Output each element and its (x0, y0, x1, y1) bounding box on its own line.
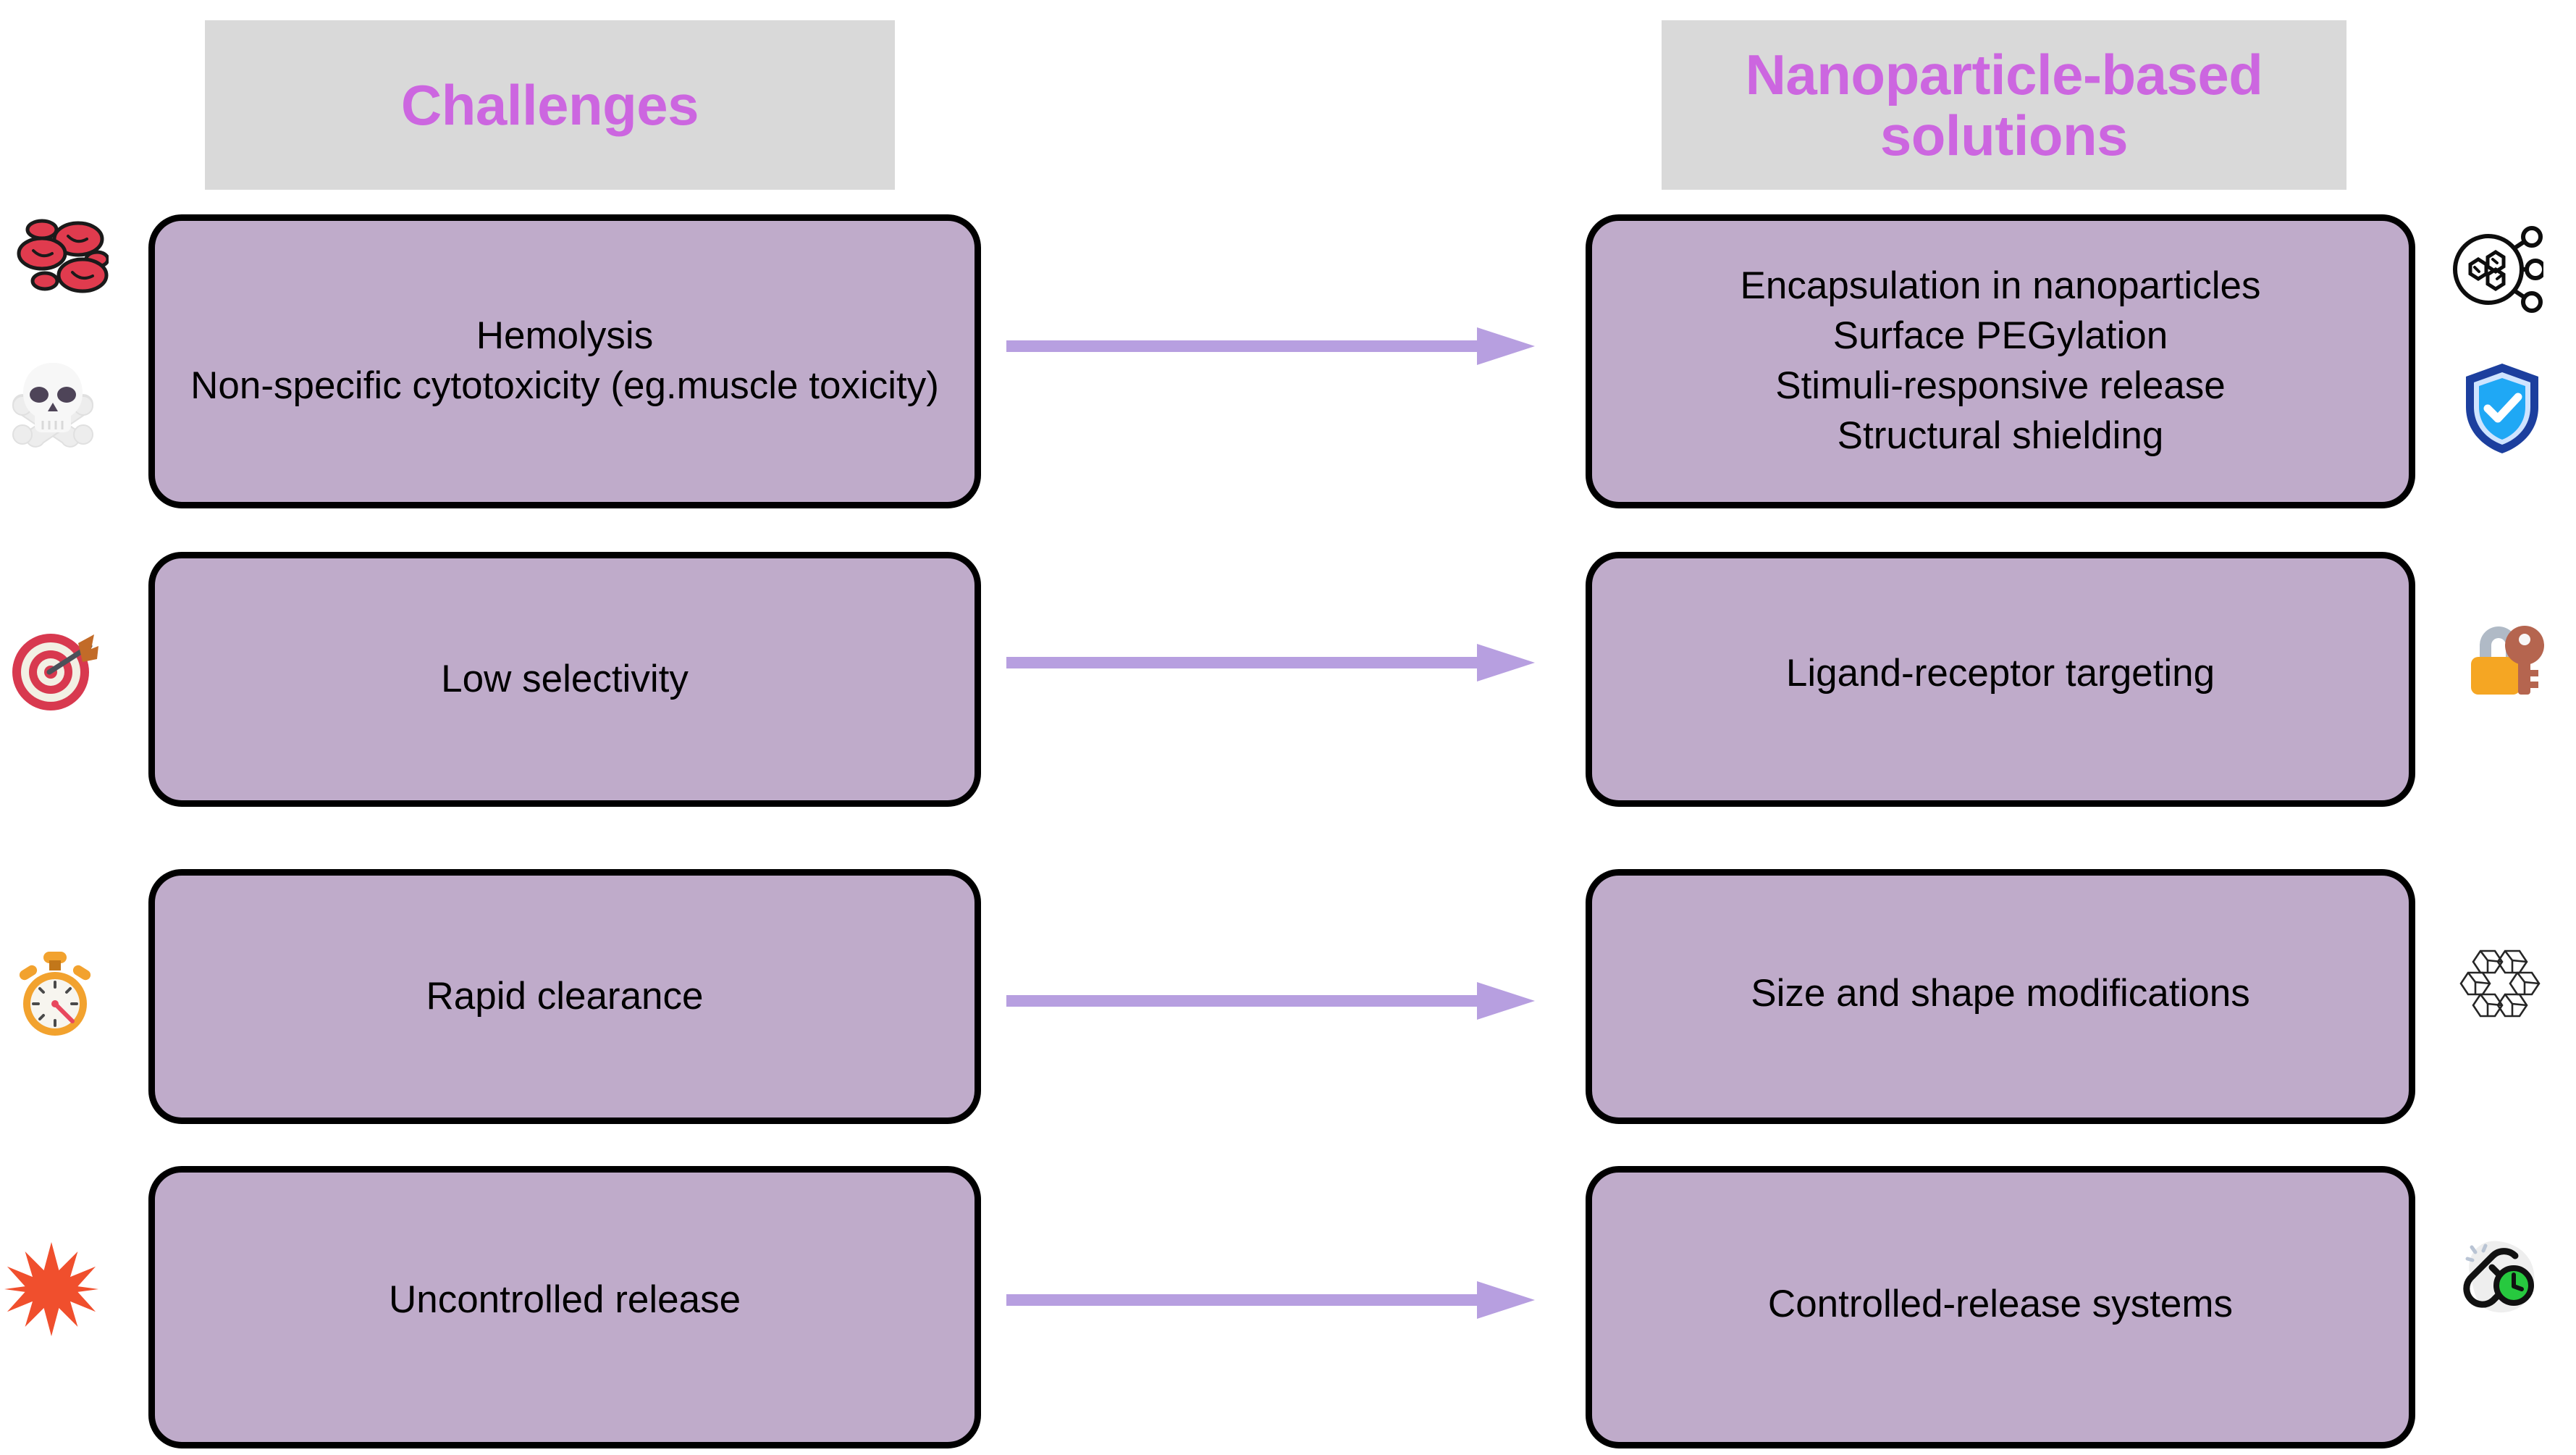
header-title-solutions: Nanoparticle-based solutions (1745, 42, 2263, 167)
challenge-text-2: Low selectivity (441, 657, 689, 700)
challenge-box-1[interactable]: Hemolysis Non-specific cytotoxicity (eg.… (148, 214, 981, 508)
solution-box-3[interactable]: Size and shape modifications (1586, 869, 2415, 1124)
header-title-challenges: Challenges (400, 72, 699, 137)
solution-box-4[interactable]: Controlled-release systems (1586, 1166, 2415, 1448)
arrow-row-4 (1006, 1281, 1535, 1319)
solution-box-2[interactable]: Ligand-receptor targeting (1586, 552, 2415, 807)
arrow-row-3 (1006, 982, 1535, 1020)
header-band-challenges: Challenges (205, 20, 895, 190)
challenge-text-3: Rapid clearance (426, 974, 704, 1018)
solution-text-1: Encapsulation in nanoparticles Surface P… (1740, 264, 2261, 457)
challenge-box-3[interactable]: Rapid clearance (148, 869, 981, 1124)
blood-cells-icon (17, 219, 109, 293)
solution-text-4: Controlled-release systems (1767, 1282, 2234, 1325)
lock-and-key-icon (2471, 626, 2544, 695)
solution-text-2: Ligand-receptor targeting (1785, 651, 2215, 695)
challenge-box-4[interactable]: Uncontrolled release (148, 1166, 981, 1448)
nanoparticle-molecule-icon (2453, 226, 2543, 313)
hexagonal-lattice-icon (2459, 949, 2541, 1018)
challenge-text-4: Uncontrolled release (388, 1278, 741, 1321)
skull-and-crossbones-icon (12, 363, 93, 448)
challenge-box-2[interactable]: Low selectivity (148, 552, 981, 807)
arrow-row-2 (1006, 644, 1535, 682)
stopwatch-icon (19, 952, 91, 1036)
solution-box-1[interactable]: Encapsulation in nanoparticles Surface P… (1586, 214, 2415, 508)
capsule-clock-icon (2463, 1241, 2535, 1313)
header-band-solutions: Nanoparticle-based solutions (1662, 20, 2346, 190)
starburst-explosion-icon (4, 1242, 98, 1336)
target-dart-icon (12, 634, 98, 710)
shield-check-icon (2466, 364, 2538, 453)
solution-text-3: Size and shape modifications (1751, 971, 2250, 1015)
challenge-text-1: Hemolysis Non-specific cytotoxicity (eg.… (190, 314, 939, 407)
arrow-row-1 (1006, 327, 1535, 365)
